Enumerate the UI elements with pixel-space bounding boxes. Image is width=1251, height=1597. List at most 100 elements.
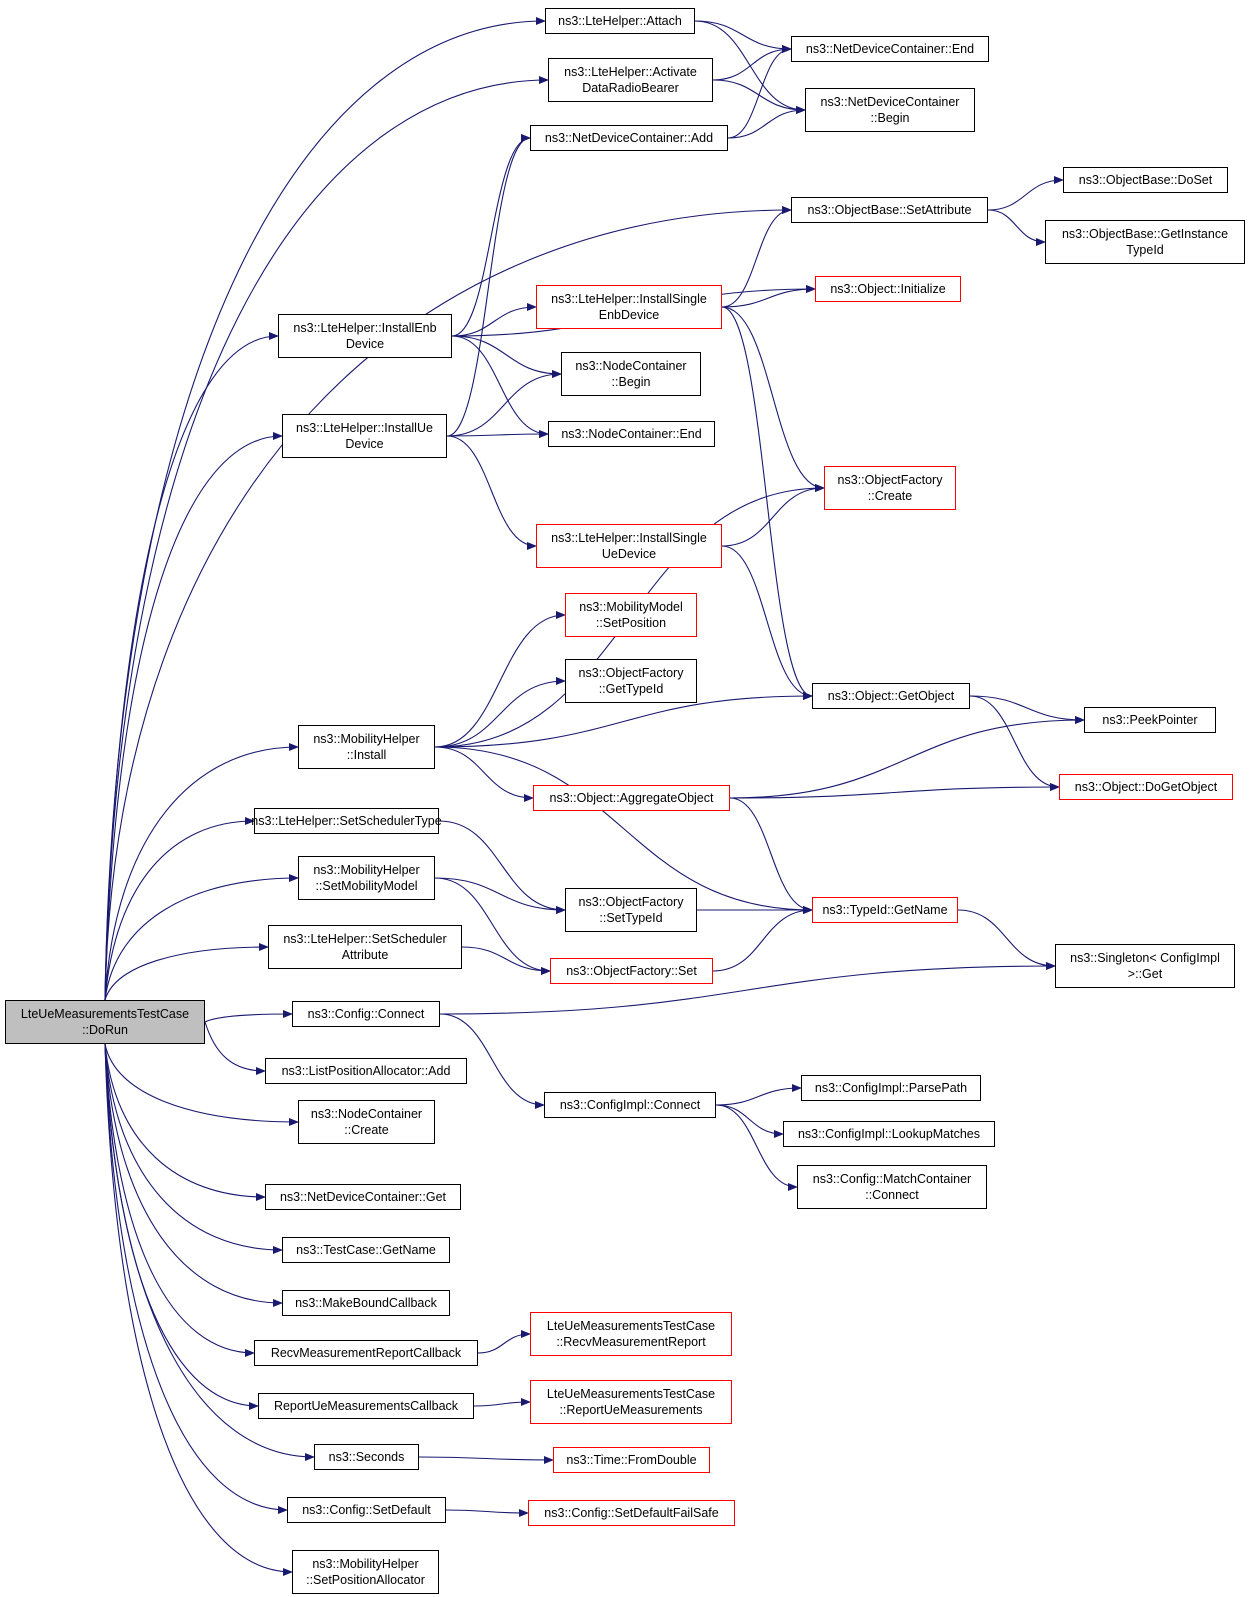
edge-configimpl_connect-to-mc_connect — [715, 1104, 798, 1191]
node-config-setdefaultfs[interactable]: ns3::Config::SetDefaultFailSafe — [528, 1500, 735, 1526]
node-label-line: ns3::Config::MatchContainer — [812, 1172, 972, 1186]
node-mc-connect[interactable]: ns3::Config::MatchContainer::Connect — [797, 1165, 987, 1209]
node-label-line: ns3::LteHelper::SetSchedulerType — [251, 814, 442, 828]
node-label-line: ns3::NetDeviceContainer::Add — [544, 131, 714, 145]
node-tc-getname[interactable]: ns3::TestCase::GetName — [282, 1237, 450, 1263]
node-label-line: ns3::Object::DoGetObject — [1074, 780, 1218, 794]
node-ndc-add[interactable]: ns3::NetDeviceContainer::Add — [530, 125, 728, 151]
edge-obj_aggregate-to-obj_dogetobject — [729, 783, 1060, 799]
node-label-line: ns3::MobilityHelper — [313, 863, 420, 877]
edge-lte_install_single_enb-to-of_create — [721, 306, 825, 492]
node-label-line: ns3::LteHelper::Attach — [558, 14, 682, 28]
node-label-line: ns3::Singleton< ConfigImpl — [1070, 951, 1220, 965]
edge-report_cb-to-report_ue — [473, 1398, 531, 1407]
node-label-line: ns3::Time::FromDouble — [566, 1453, 697, 1467]
node-attach[interactable]: ns3::LteHelper::Attach — [545, 8, 695, 34]
edge-lte_install_ue-to-lte_install_single_ue — [446, 435, 537, 550]
node-mh-install[interactable]: ns3::MobilityHelper::Install — [298, 725, 435, 769]
edge-root-to-lte_setschedattr — [104, 943, 269, 1001]
edge-lte_setschedattr-to-of_set — [461, 946, 551, 975]
node-time-fromdouble[interactable]: ns3::Time::FromDouble — [553, 1447, 710, 1473]
node-label-line: EnbDevice — [598, 308, 660, 322]
edge-obj_aggregate-to-peekpointer — [729, 716, 1085, 799]
edge-mh_install-to-typeid_getname — [434, 746, 813, 914]
node-of-settypeid[interactable]: ns3::ObjectFactory::SetTypeId — [565, 888, 697, 932]
node-of-gettypeid[interactable]: ns3::ObjectFactory::GetTypeId — [565, 659, 697, 703]
node-obj-getobject[interactable]: ns3::Object::GetObject — [812, 683, 970, 709]
node-label-line: ns3::Object::AggregateObject — [549, 791, 714, 805]
edge-lte_install_single_ue-to-obj_getobject — [721, 545, 813, 700]
edge-configimpl_connect-to-configimpl_lookup — [715, 1104, 784, 1138]
edge-obj_getobject-to-peekpointer — [969, 695, 1085, 724]
node-lpa-add[interactable]: ns3::ListPositionAllocator::Add — [265, 1058, 467, 1084]
node-ob-doset[interactable]: ns3::ObjectBase::DoSet — [1063, 167, 1228, 193]
node-configimpl-connect[interactable]: ns3::ConfigImpl::Connect — [544, 1092, 716, 1118]
node-label-line: ns3::ObjectFactory::Set — [566, 964, 697, 978]
edge-root-to-mh_setposalloc — [104, 1043, 293, 1576]
edge-activate-to-ndc_end — [712, 45, 792, 81]
node-label-line: ::Begin — [611, 375, 651, 389]
node-label-line: ns3::Object::Initialize — [830, 282, 946, 296]
node-config-connect[interactable]: ns3::Config::Connect — [292, 1001, 440, 1027]
node-report-ue[interactable]: LteUeMeasurementsTestCase::ReportUeMeasu… — [530, 1380, 732, 1424]
node-typeid-getname[interactable]: ns3::TypeId::GetName — [812, 897, 958, 923]
edge-root-to-ob_setattr — [104, 206, 792, 1001]
node-label-line: ns3::NetDeviceContainer::Get — [279, 1190, 447, 1204]
node-label-line: ns3::Seconds — [328, 1450, 405, 1464]
edge-lte_install_enb-to-ndc_add — [451, 134, 531, 337]
node-label-line: ::RecvMeasurementReport — [556, 1335, 706, 1349]
node-of-create[interactable]: ns3::ObjectFactory::Create — [824, 466, 956, 510]
node-label-line: ns3::NodeContainer — [575, 359, 687, 373]
node-ndc-get[interactable]: ns3::NetDeviceContainer::Get — [265, 1184, 461, 1210]
node-label-line: ns3::PeekPointer — [1102, 713, 1198, 727]
edge-obj_aggregate-to-typeid_getname — [729, 797, 813, 914]
edge-typeid_getname-to-singleton_get — [957, 909, 1056, 970]
node-label-line: ns3::Config::Connect — [307, 1007, 425, 1021]
node-nc-create[interactable]: ns3::NodeContainer::Create — [298, 1100, 435, 1144]
node-seconds[interactable]: ns3::Seconds — [314, 1444, 419, 1470]
node-config-setdefault[interactable]: ns3::Config::SetDefault — [287, 1497, 446, 1523]
node-recv-report[interactable]: LteUeMeasurementsTestCase::RecvMeasureme… — [530, 1312, 732, 1356]
node-label-line: ns3::TestCase::GetName — [296, 1243, 436, 1257]
node-label-line: LteUeMeasurementsTestCase — [20, 1007, 190, 1021]
node-label-line: ::ReportUeMeasurements — [559, 1403, 703, 1417]
node-of-set[interactable]: ns3::ObjectFactory::Set — [550, 958, 713, 984]
node-label-line: ns3::ListPositionAllocator::Add — [281, 1064, 451, 1078]
node-mm-setpos[interactable]: ns3::MobilityModel::SetPosition — [565, 593, 697, 637]
node-label-line: LteUeMeasurementsTestCase — [546, 1319, 716, 1333]
node-obj-dogetobject[interactable]: ns3::Object::DoGetObject — [1059, 774, 1233, 800]
node-label-line: ns3::ObjectFactory — [578, 666, 684, 680]
node-label-line: ns3::LteHelper::Activate — [564, 65, 697, 79]
node-singleton-get[interactable]: ns3::Singleton< ConfigImpl>::Get — [1055, 944, 1235, 988]
edge-root-to-recv_cb — [104, 1043, 255, 1357]
edge-lte_install_single_ue-to-of_create — [721, 484, 825, 547]
node-configimpl-parsepath[interactable]: ns3::ConfigImpl::ParsePath — [801, 1075, 981, 1101]
node-configimpl-lookup[interactable]: ns3::ConfigImpl::LookupMatches — [783, 1121, 995, 1147]
node-nc-end[interactable]: ns3::NodeContainer::End — [548, 421, 715, 447]
edge-lte_install_ue-to-nc_begin — [446, 370, 562, 437]
node-mh-setmobmodel[interactable]: ns3::MobilityHelper::SetMobilityModel — [298, 856, 435, 900]
edge-lte_install_single_enb-to-ob_setattr — [721, 206, 792, 308]
node-lte-setschedtype[interactable]: ns3::LteHelper::SetSchedulerType — [251, 808, 442, 834]
node-report-cb[interactable]: ReportUeMeasurementsCallback — [258, 1393, 474, 1419]
node-nc-begin[interactable]: ns3::NodeContainer::Begin — [561, 352, 701, 396]
node-obj-init[interactable]: ns3::Object::Initialize — [815, 276, 961, 302]
node-ob-setattr[interactable]: ns3::ObjectBase::SetAttribute — [791, 197, 988, 223]
node-label-line: ::Begin — [870, 111, 910, 125]
node-ndc-end[interactable]: ns3::NetDeviceContainer::End — [791, 36, 989, 62]
node-ndc-begin[interactable]: ns3::NetDeviceContainer::Begin — [805, 88, 975, 132]
node-obj-aggregate[interactable]: ns3::Object::AggregateObject — [533, 785, 730, 811]
node-mh-setposalloc[interactable]: ns3::MobilityHelper::SetPositionAllocato… — [292, 1550, 439, 1594]
edge-root-to-nc_create — [104, 1043, 299, 1126]
edge-root-to-mh_setmobmodel — [104, 874, 299, 1001]
node-peekpointer[interactable]: ns3::PeekPointer — [1084, 707, 1216, 733]
node-makebound[interactable]: ns3::MakeBoundCallback — [282, 1290, 450, 1316]
node-recv-cb[interactable]: RecvMeasurementReportCallback — [254, 1340, 478, 1366]
